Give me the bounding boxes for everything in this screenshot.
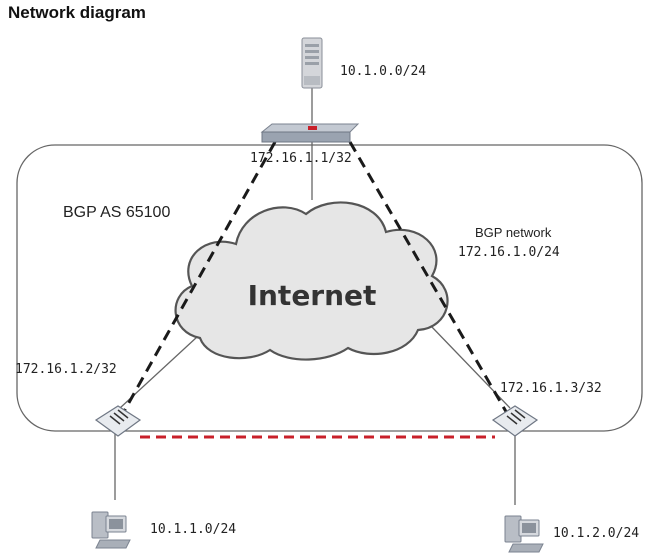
tunnel-hub-to-left [120, 141, 277, 416]
internet-label: Internet [248, 279, 377, 312]
bgp-network-prefix: 172.16.1.0/24 [458, 245, 560, 260]
diagram-title: Network diagram [8, 3, 146, 22]
overlay-tunnels [120, 141, 510, 416]
right-spoke-lan-label: 10.1.2.0/24 [553, 526, 639, 541]
hub-loopback-label: 172.16.1.1/32 [250, 151, 352, 166]
left-spoke-lan-label: 10.1.1.0/24 [150, 522, 236, 537]
left-pc-icon [91, 511, 131, 549]
right-spoke-router-icon [491, 405, 539, 437]
hub-router-icon [260, 123, 360, 143]
bgp-as-label: BGP AS 65100 [63, 204, 170, 221]
internet-cloud: Internet [174, 201, 449, 361]
right-pc-icon [504, 515, 544, 553]
cloud-shape [174, 201, 449, 361]
left-spoke-router-icon [94, 405, 142, 437]
server-icon [301, 37, 323, 89]
right-spoke-loopback-label: 172.16.1.3/32 [500, 381, 602, 396]
bgp-network-label: BGP network [475, 225, 552, 240]
left-spoke-loopback-label: 172.16.1.2/32 [15, 362, 117, 377]
hub-lan-label: 10.1.0.0/24 [340, 64, 426, 79]
tunnel-hub-to-right [348, 141, 510, 416]
bgp-as-boundary [16, 144, 643, 432]
